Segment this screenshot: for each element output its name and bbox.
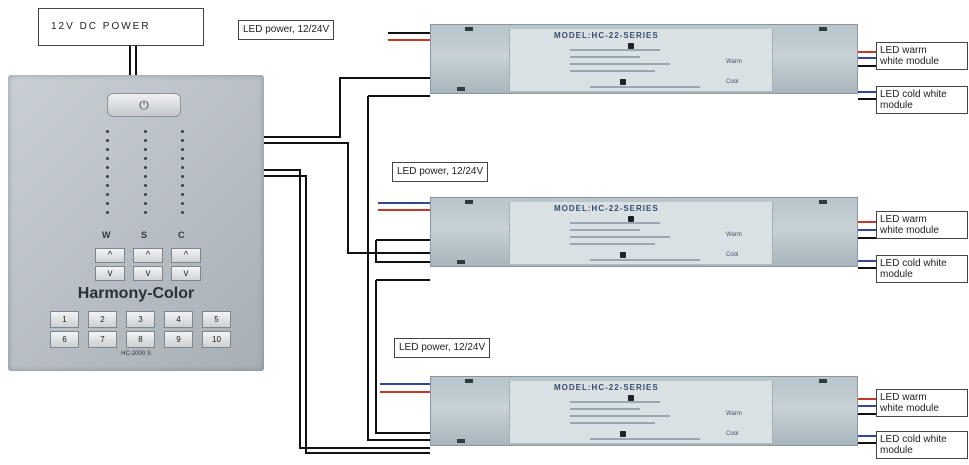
spec-line <box>570 408 640 410</box>
dip-switch-icon <box>628 395 634 401</box>
dip-switch-icon <box>620 252 626 258</box>
mount-tab <box>457 87 465 91</box>
spec-line <box>570 243 655 245</box>
led-driver-1: MODEL:HC-22-SERIES Warm Cool <box>430 24 858 94</box>
mount-tab <box>465 379 473 383</box>
dip-switch-icon <box>628 43 634 49</box>
cold-module-label-1: LED cold white module <box>876 86 968 114</box>
spec-line <box>590 438 700 440</box>
spec-line <box>590 259 700 261</box>
w-down-button[interactable]: v <box>95 266 125 281</box>
control-bus-wires <box>264 77 430 454</box>
controller-brand: Harmony-Color <box>77 285 195 302</box>
key-8[interactable]: 8 <box>126 331 155 348</box>
dip-switch-icon <box>628 216 634 222</box>
chevron-up-icon: ^ <box>107 250 113 261</box>
driver-label-panel: MODEL:HC-22-SERIES Warm Cool <box>509 202 773 264</box>
channel-label-w: W <box>102 230 111 240</box>
driver-label-panel: MODEL:HC-22-SERIES Warm Cool <box>509 29 773 91</box>
mount-tab <box>465 27 473 31</box>
led-power-label-2: LED power, 12/24V <box>392 162 489 182</box>
s-up-button[interactable]: ^ <box>133 248 163 263</box>
spec-line <box>570 56 640 58</box>
warm-module-label-2: LED warm white module <box>876 211 968 239</box>
warm-module-label-1: LED warm white module <box>876 42 968 70</box>
cool-terminal-tag: Cool <box>726 431 739 437</box>
driver-model: MODEL:HC-22-SERIES <box>554 31 659 40</box>
mount-tab <box>819 27 827 31</box>
key-3[interactable]: 3 <box>126 311 155 328</box>
chevron-down-icon: v <box>107 268 113 279</box>
channel-label-c: C <box>178 230 185 240</box>
driver-model: MODEL:HC-22-SERIES <box>554 383 659 392</box>
mount-tab <box>457 260 465 264</box>
dip-switch-icon <box>620 79 626 85</box>
cold-module-label-2: LED cold white module <box>876 255 968 283</box>
warm-terminal-tag: Warm <box>726 232 742 238</box>
power-icon: ⏻ <box>139 97 149 112</box>
warm-terminal-tag: Warm <box>726 411 742 417</box>
chevron-up-icon: ^ <box>183 250 189 261</box>
key-6[interactable]: 6 <box>50 331 79 348</box>
controller-model-label: HC-2000 S <box>121 351 151 357</box>
power-source-label: 12V DC POWER <box>51 21 151 32</box>
led-power-label-1: LED power, 12/24V <box>238 20 335 40</box>
dip-switch-icon <box>620 431 626 437</box>
warm-module-label-3: LED warm white module <box>876 389 968 417</box>
mount-tab <box>457 439 465 443</box>
cool-terminal-tag: Cool <box>726 79 739 85</box>
chevron-up-icon: ^ <box>145 250 151 261</box>
spec-line <box>570 49 660 51</box>
key-5[interactable]: 5 <box>202 311 231 328</box>
w-up-button[interactable]: ^ <box>95 248 125 263</box>
spec-line <box>570 222 660 224</box>
led-power-label-3: LED power, 12/24V <box>394 338 491 358</box>
led-output-wires <box>858 51 876 444</box>
chevron-down-icon: v <box>183 268 189 279</box>
s-level-indicator <box>144 130 148 220</box>
spec-line <box>570 63 670 65</box>
led-driver-2: MODEL:HC-22-SERIES Warm Cool <box>430 197 858 267</box>
cool-terminal-tag: Cool <box>726 252 739 258</box>
s-down-button[interactable]: v <box>133 266 163 281</box>
mount-tab <box>465 200 473 204</box>
key-1[interactable]: 1 <box>50 311 79 328</box>
key-9[interactable]: 9 <box>164 331 193 348</box>
spec-line <box>570 236 670 238</box>
spec-line <box>570 415 670 417</box>
power-source-box: 12V DC POWER <box>38 8 204 46</box>
c-down-button[interactable]: v <box>171 266 201 281</box>
c-up-button[interactable]: ^ <box>171 248 201 263</box>
key-2[interactable]: 2 <box>88 311 117 328</box>
spec-line <box>570 70 655 72</box>
c-level-indicator <box>181 130 185 220</box>
key-10[interactable]: 10 <box>202 331 231 348</box>
driver-label-panel: MODEL:HC-22-SERIES Warm Cool <box>509 381 773 443</box>
led-driver-3: MODEL:HC-22-SERIES Warm Cool <box>430 376 858 446</box>
spec-line <box>570 422 655 424</box>
power-feed-wires <box>129 46 137 75</box>
key-7[interactable]: 7 <box>88 331 117 348</box>
power-button[interactable]: ⏻ <box>107 93 181 117</box>
driver-model: MODEL:HC-22-SERIES <box>554 204 659 213</box>
spec-line <box>590 86 700 88</box>
chevron-down-icon: v <box>145 268 151 279</box>
mount-tab <box>819 379 827 383</box>
led-power-input-wires <box>378 32 430 393</box>
warm-terminal-tag: Warm <box>726 59 742 65</box>
spec-line <box>570 401 660 403</box>
harmony-color-controller: ⏻ W S C ^ ^ ^ v v v Harmony-Color 1 2 3 … <box>8 75 264 371</box>
mount-tab <box>819 200 827 204</box>
key-4[interactable]: 4 <box>164 311 193 328</box>
spec-line <box>570 229 640 231</box>
w-level-indicator <box>106 130 110 220</box>
channel-label-s: S <box>141 230 148 240</box>
cold-module-label-3: LED cold white module <box>876 431 968 459</box>
